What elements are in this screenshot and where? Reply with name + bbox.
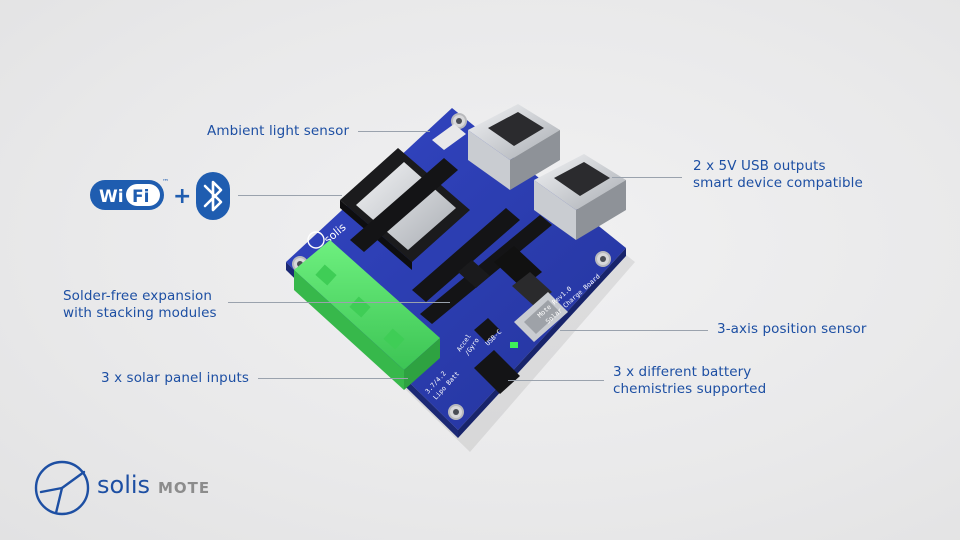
- brand-product: MOTE: [158, 479, 211, 497]
- expansion-label: Solder-free expansion with stacking modu…: [63, 288, 217, 322]
- position-sensor-label: 3-axis position sensor: [717, 321, 867, 337]
- usb-outputs-line2: smart device compatible: [693, 175, 863, 191]
- battery-leader-line: [508, 380, 604, 381]
- brand-name: solis: [97, 471, 151, 499]
- solar-inputs-leader-line: [258, 378, 408, 379]
- ambient-light-leader-line: [358, 131, 430, 132]
- wireless-badge: Wi Fi ™ +: [90, 172, 230, 220]
- battery-line1: 3 x different battery: [613, 364, 752, 380]
- expansion-line1: Solder-free expansion: [63, 288, 213, 304]
- solis-logo-icon: [34, 460, 90, 516]
- wifi-fi-text: Fi: [132, 187, 149, 207]
- usb-outputs-leader-line: [612, 177, 682, 178]
- expansion-line2: with stacking modules: [63, 305, 217, 321]
- usb-outputs-line1: 2 x 5V USB outputs: [693, 158, 826, 174]
- solar-inputs-label: 3 x solar panel inputs: [101, 370, 250, 386]
- board-components: [432, 124, 568, 394]
- expansion-leader-line: [228, 302, 450, 303]
- usb-outputs-label: 2 x 5V USB outputs smart device compatib…: [693, 158, 863, 192]
- wireless-leader-line: [238, 195, 342, 196]
- wifi-logo: Wi Fi ™: [90, 178, 169, 210]
- plus-sign: +: [173, 184, 191, 209]
- usb-a-ports: [468, 104, 626, 240]
- solar-terminal-blocks: [294, 240, 440, 390]
- battery-label: 3 x different battery chemistries suppor…: [613, 364, 766, 398]
- wifi-wi-text: Wi: [99, 187, 124, 207]
- ambient-light-label: Ambient light sensor: [207, 123, 350, 139]
- stacking-header: [350, 158, 552, 324]
- position-sensor-leader-line: [560, 330, 708, 331]
- bluetooth-icon: [196, 172, 230, 220]
- battery-line2: chemistries supported: [613, 381, 767, 397]
- wifi-tm: ™: [162, 178, 169, 186]
